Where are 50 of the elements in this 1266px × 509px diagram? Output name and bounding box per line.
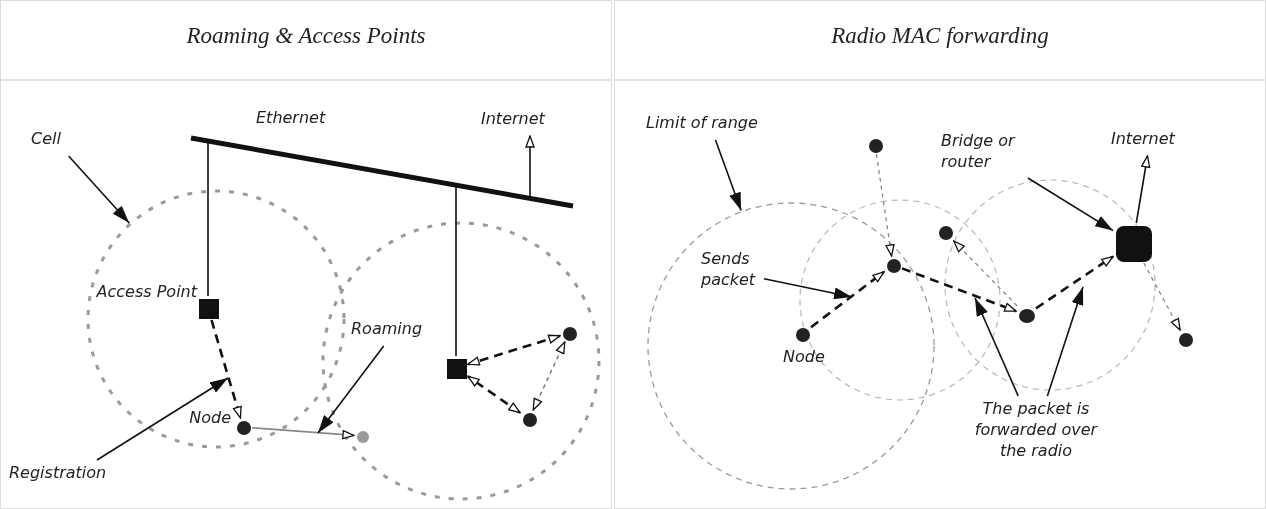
access-point [199,299,219,319]
leader-arrow [1046,286,1084,397]
callout-label: Cell [31,129,81,155]
roaming-position-dot [357,431,369,443]
device-dot [887,259,901,273]
device-dot [523,413,537,427]
leader-arrow [96,377,229,461]
connector-arrow [875,153,895,257]
leader-arrow [317,345,385,434]
panel [0,0,612,509]
node-label: Access Point [96,281,197,303]
leader-arrow [974,297,1019,397]
device-dot [237,421,251,435]
connector-arrow [810,270,885,329]
device-dot [796,328,810,342]
bridge-router [1116,226,1152,262]
connector-arrow [1135,155,1151,224]
connector-arrow [525,135,535,199]
callout-label: The packet is forwarded over the radio [966,399,1106,471]
device-dot [869,139,883,153]
leader-arrow [67,155,130,224]
device-dot [1179,333,1193,347]
callout-label: Limit of range [646,113,776,139]
leader-arrow [714,139,742,212]
callout-label: Registration [9,463,139,489]
connector-arrow [251,426,355,440]
connector-arrow [901,267,1017,313]
connector-arrow [1143,262,1181,331]
callout-label: Internet [1111,129,1191,155]
panel-title: Radio MAC forwarding [830,23,1050,49]
callout-label: Roaming [351,319,441,345]
panel [614,0,1266,509]
callout-label: Bridge or router [941,131,1036,177]
node-label: Node [783,346,825,368]
panel-title: Roaming & Access Points [185,23,427,49]
connector-arrow [1035,255,1114,310]
connector-arrow [210,319,242,419]
node-label: Ethernet [256,107,326,129]
access-point [447,359,467,379]
connector-arrow [953,240,1018,307]
callout-label: Sends packet [701,249,763,297]
callout-label: Internet [481,109,581,135]
connector-arrow [532,341,566,411]
device-dot [939,226,953,240]
device-dot [1019,309,1035,323]
connector-arrow [467,375,521,414]
node-label: Node [189,407,231,429]
connector-arrow [467,334,561,366]
leader-arrow [1027,177,1114,232]
device-dot [563,327,577,341]
